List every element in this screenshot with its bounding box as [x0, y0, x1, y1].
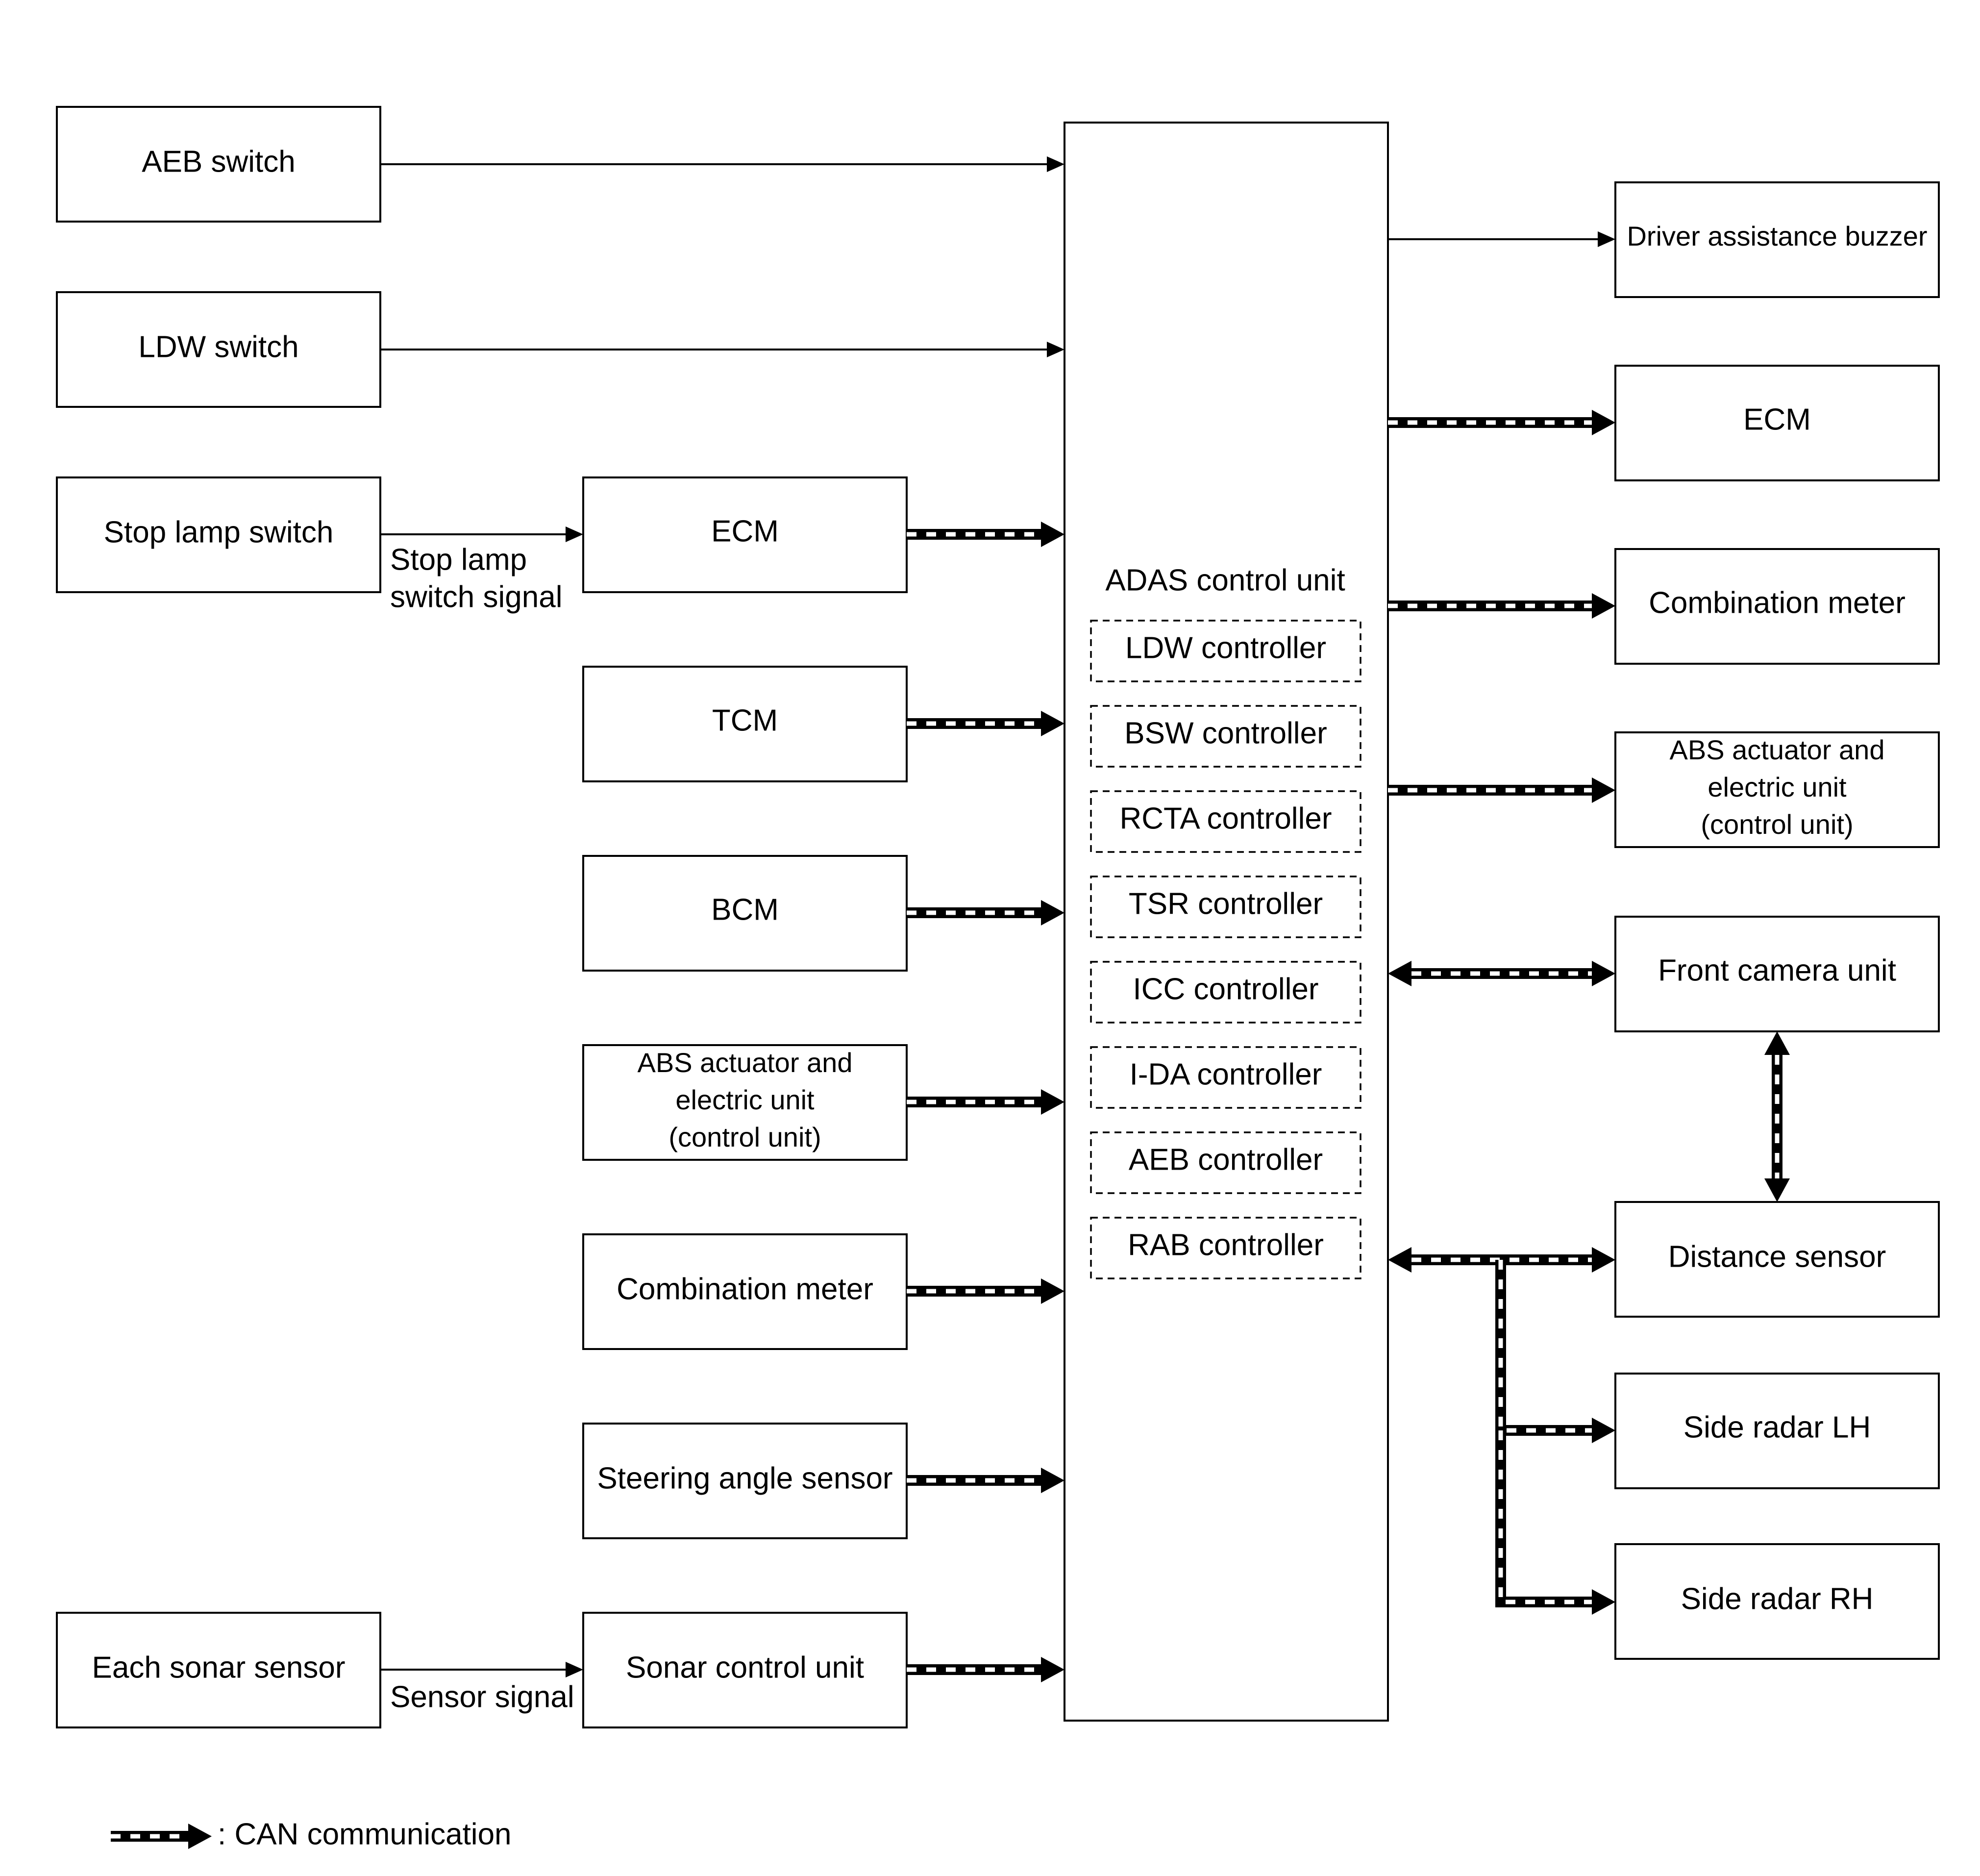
- steering-angle-sensor-block: Steering angle sensor: [582, 1423, 908, 1539]
- aeb-controller-label: AEB controller: [1129, 1143, 1323, 1176]
- bsw-controller-label: BSW controller: [1124, 716, 1327, 750]
- abs-left-label-line2: electric unit: [675, 1084, 815, 1115]
- icc-controller-label: ICC controller: [1133, 972, 1319, 1006]
- tcm-block: TCM: [582, 666, 908, 782]
- connectors: [380, 156, 1790, 1682]
- controller-list: LDW controller BSW controller RCTA contr…: [1090, 620, 1361, 1279]
- ldw-switch-block: LDW switch: [56, 291, 381, 408]
- stop-lamp-signal-label-line2: switch signal: [390, 580, 562, 614]
- each-sonar-sensor-label: Each sonar sensor: [92, 1651, 346, 1684]
- stop-lamp-signal-wire: [380, 526, 583, 542]
- legend: : CAN communication: [111, 1817, 512, 1851]
- abs-right-label-line2: electric unit: [1708, 772, 1847, 802]
- side-radar-lh-label: Side radar LH: [1683, 1410, 1871, 1444]
- stop-lamp-switch-block: Stop lamp switch: [56, 476, 381, 593]
- distance-sensor-block: Distance sensor: [1614, 1201, 1940, 1318]
- can-bus-trunk-lh: [1495, 1260, 1615, 1443]
- buzzer-output-wire: [1388, 231, 1615, 247]
- steering-angle-sensor-label: Steering angle sensor: [597, 1461, 892, 1495]
- bcm-block: BCM: [582, 855, 908, 972]
- can-legend-symbol: [111, 1824, 212, 1849]
- aeb-switch-wire: [380, 156, 1064, 172]
- combination-meter-right-label: Combination meter: [1649, 586, 1906, 620]
- combination-meter-left-label: Combination meter: [617, 1272, 873, 1306]
- can-legend-arrow: [111, 1824, 212, 1849]
- can-steering-angle-sensor-to-adas: [907, 1468, 1064, 1493]
- abs-left-block: ABS actuator and electric unit (control …: [582, 1044, 908, 1161]
- aeb-switch-label: AEB switch: [142, 145, 296, 178]
- ldw-switch-wire: [380, 342, 1064, 357]
- ldw-controller-label: LDW controller: [1125, 631, 1326, 665]
- ecm-left-label: ECM: [711, 514, 779, 548]
- sonar-control-unit-block: Sonar control unit: [582, 1612, 908, 1728]
- rcta-controller-label: RCTA controller: [1120, 801, 1332, 835]
- can-front-camera-distance-sensor: [1764, 1031, 1790, 1202]
- ecm-right-block: ECM: [1614, 365, 1940, 481]
- each-sonar-sensor-block: Each sonar sensor: [56, 1612, 381, 1728]
- can-abs-to-adas: [907, 1089, 1064, 1115]
- can-legend-label: : CAN communication: [218, 1817, 512, 1851]
- can-adas-to-combination-meter: [1388, 593, 1615, 619]
- front-camera-unit-block: Front camera unit: [1614, 916, 1940, 1032]
- can-adas-front-camera: [1388, 961, 1615, 986]
- abs-right-block: ABS actuator and electric unit (control …: [1614, 731, 1940, 848]
- sonar-control-unit-label: Sonar control unit: [626, 1651, 864, 1684]
- abs-left-label-line3: (control unit): [668, 1122, 821, 1152]
- bcm-label: BCM: [711, 893, 779, 926]
- can-sonar-control-unit-to-adas: [907, 1657, 1064, 1682]
- can-ecm-to-adas: [907, 522, 1064, 547]
- tcm-label: TCM: [712, 703, 778, 737]
- ecm-right-label: ECM: [1743, 402, 1811, 436]
- abs-left-label-line1: ABS actuator and: [638, 1047, 853, 1078]
- adas-control-unit-title: ADAS control unit: [1105, 563, 1345, 597]
- can-adas-to-ecm: [1388, 410, 1615, 435]
- i-da-controller-label: I-DA controller: [1130, 1057, 1322, 1091]
- ldw-switch-label: LDW switch: [138, 330, 298, 364]
- abs-right-label-line3: (control unit): [1701, 809, 1853, 840]
- adas-control-unit-block: ADAS control unit LDW controller BSW con…: [1064, 122, 1389, 1722]
- rab-controller-label: RAB controller: [1128, 1228, 1324, 1262]
- stop-lamp-switch-label: Stop lamp switch: [104, 515, 334, 549]
- driver-assistance-buzzer-block: Driver assistance buzzer: [1614, 181, 1940, 298]
- side-radar-rh-block: Side radar RH: [1614, 1543, 1940, 1660]
- ecm-left-block: ECM: [582, 476, 908, 593]
- can-bus-trunk-rh: [1495, 1430, 1615, 1615]
- side-radar-lh-block: Side radar LH: [1614, 1373, 1940, 1489]
- sensor-signal-wire: [380, 1662, 583, 1677]
- can-adas-to-abs: [1388, 777, 1615, 803]
- tsr-controller-label: TSR controller: [1129, 887, 1323, 921]
- distance-sensor-label: Distance sensor: [1668, 1240, 1886, 1274]
- combination-meter-left-block: Combination meter: [582, 1233, 908, 1350]
- stop-lamp-signal-label-line1: Stop lamp: [390, 543, 527, 576]
- side-radar-rh-label: Side radar RH: [1681, 1582, 1874, 1616]
- can-combination-meter-to-adas: [907, 1278, 1064, 1304]
- combination-meter-right-block: Combination meter: [1614, 548, 1940, 665]
- can-tcm-to-adas: [907, 711, 1064, 736]
- aeb-switch-block: AEB switch: [56, 106, 381, 223]
- driver-assistance-buzzer-label: Driver assistance buzzer: [1627, 221, 1927, 251]
- front-camera-unit-label: Front camera unit: [1658, 953, 1896, 987]
- abs-right-label-line1: ABS actuator and: [1670, 734, 1885, 765]
- sensor-signal-label: Sensor signal: [390, 1680, 574, 1714]
- can-bcm-to-adas: [907, 900, 1064, 925]
